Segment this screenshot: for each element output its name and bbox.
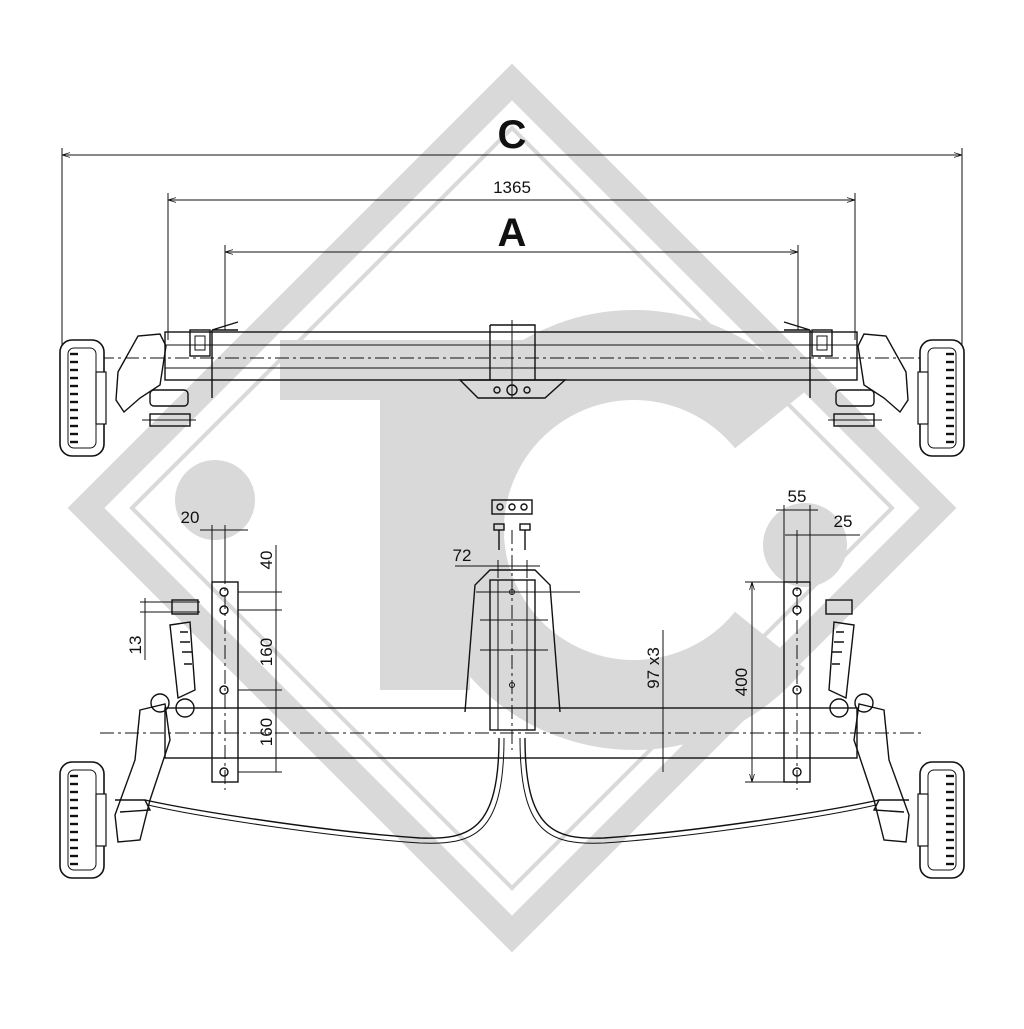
- watermark-c: [413, 310, 805, 750]
- brake-cables: [144, 737, 880, 844]
- right-trailing-arm: [853, 703, 910, 843]
- dim-160-upper-label: 160: [257, 638, 276, 666]
- watermark-diamond-outer: [67, 63, 957, 953]
- dim-1365-label: 1365: [493, 178, 531, 197]
- top-wheel-right: [916, 338, 966, 458]
- dim-25-label: 25: [834, 512, 853, 531]
- left-mounting-plate: [211, 570, 282, 790]
- dim-20-label: 20: [181, 508, 200, 527]
- dim-40-label: 40: [257, 551, 276, 570]
- dim-a-label: A: [498, 211, 527, 255]
- top-arm-left: [115, 333, 196, 427]
- center-bolts: [491, 499, 533, 550]
- center-bracket: [464, 530, 580, 750]
- right-shock-absorber: [825, 599, 874, 718]
- dim-c-label: C: [498, 113, 527, 157]
- bottom-view: 20 40 160 160 13: [58, 487, 966, 880]
- top-bracket-left: [189, 321, 239, 398]
- left-shock-absorber: [150, 599, 199, 718]
- dim-72-label: 72: [453, 546, 472, 565]
- top-arm-right: [828, 333, 909, 427]
- top-bracket-right: [783, 321, 833, 398]
- watermark-dot-left: [175, 460, 255, 540]
- left-trailing-arm: [114, 703, 171, 843]
- top-view: C 1365 A: [58, 113, 966, 458]
- dim-13-label: 13: [126, 636, 145, 655]
- dim-160-lower-label: 160: [257, 718, 276, 746]
- top-wheel-left: [58, 338, 108, 458]
- right-wheel: [916, 760, 966, 880]
- dim-55-label: 55: [788, 487, 807, 506]
- dim-400-label: 400: [732, 668, 751, 696]
- left-wheel: [58, 760, 108, 880]
- dim-97x3-label: 97 x3: [644, 647, 663, 689]
- top-center-bracket: [458, 320, 567, 399]
